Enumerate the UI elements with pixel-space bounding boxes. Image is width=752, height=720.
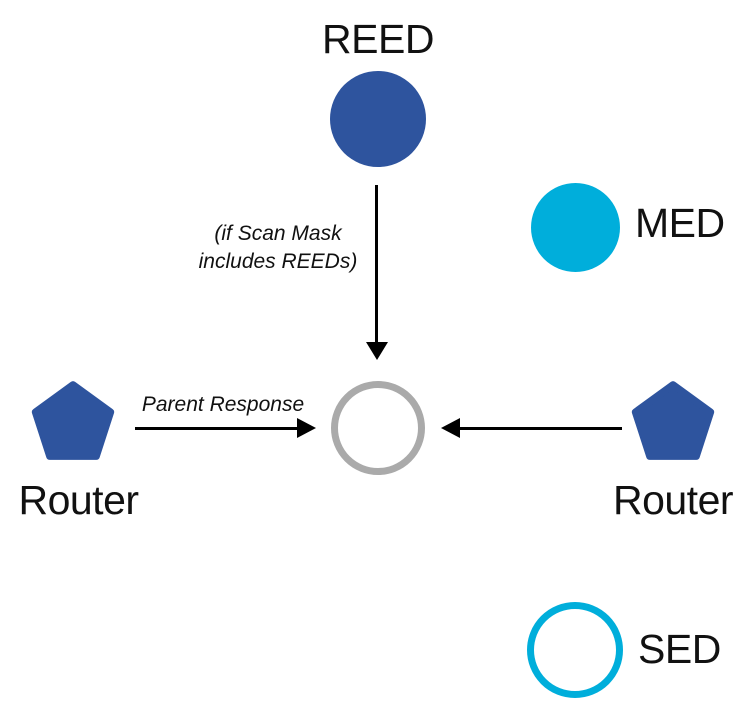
med-node-circle (531, 183, 620, 272)
router-right-label: Router (612, 477, 734, 523)
scan-mask-caption-line2: includes REEDs) (198, 250, 358, 273)
sed-node-circle (527, 602, 623, 698)
arrow-down-icon (366, 342, 388, 360)
router-left-label: Router (18, 477, 139, 523)
arrow-router-right-to-center-line (459, 427, 622, 430)
arrow-left-icon (441, 418, 460, 438)
router-right-pentagon-icon (631, 381, 715, 460)
med-label: MED (635, 200, 725, 246)
reed-node-circle (330, 71, 426, 167)
router-left-pentagon-icon (31, 381, 115, 460)
arrow-router-left-to-center-line (135, 427, 299, 430)
arrow-reed-to-center-line (375, 185, 378, 343)
sed-label: SED (638, 626, 721, 672)
parent-response-caption: Parent Response (141, 393, 305, 416)
reed-label: REED (322, 16, 434, 62)
arrow-right-icon (297, 418, 316, 438)
center-node-circle (331, 381, 425, 475)
scan-mask-caption: (if Scan Mask includes REEDs) (173, 220, 383, 276)
scan-mask-caption-line1: (if Scan Mask (214, 222, 342, 245)
